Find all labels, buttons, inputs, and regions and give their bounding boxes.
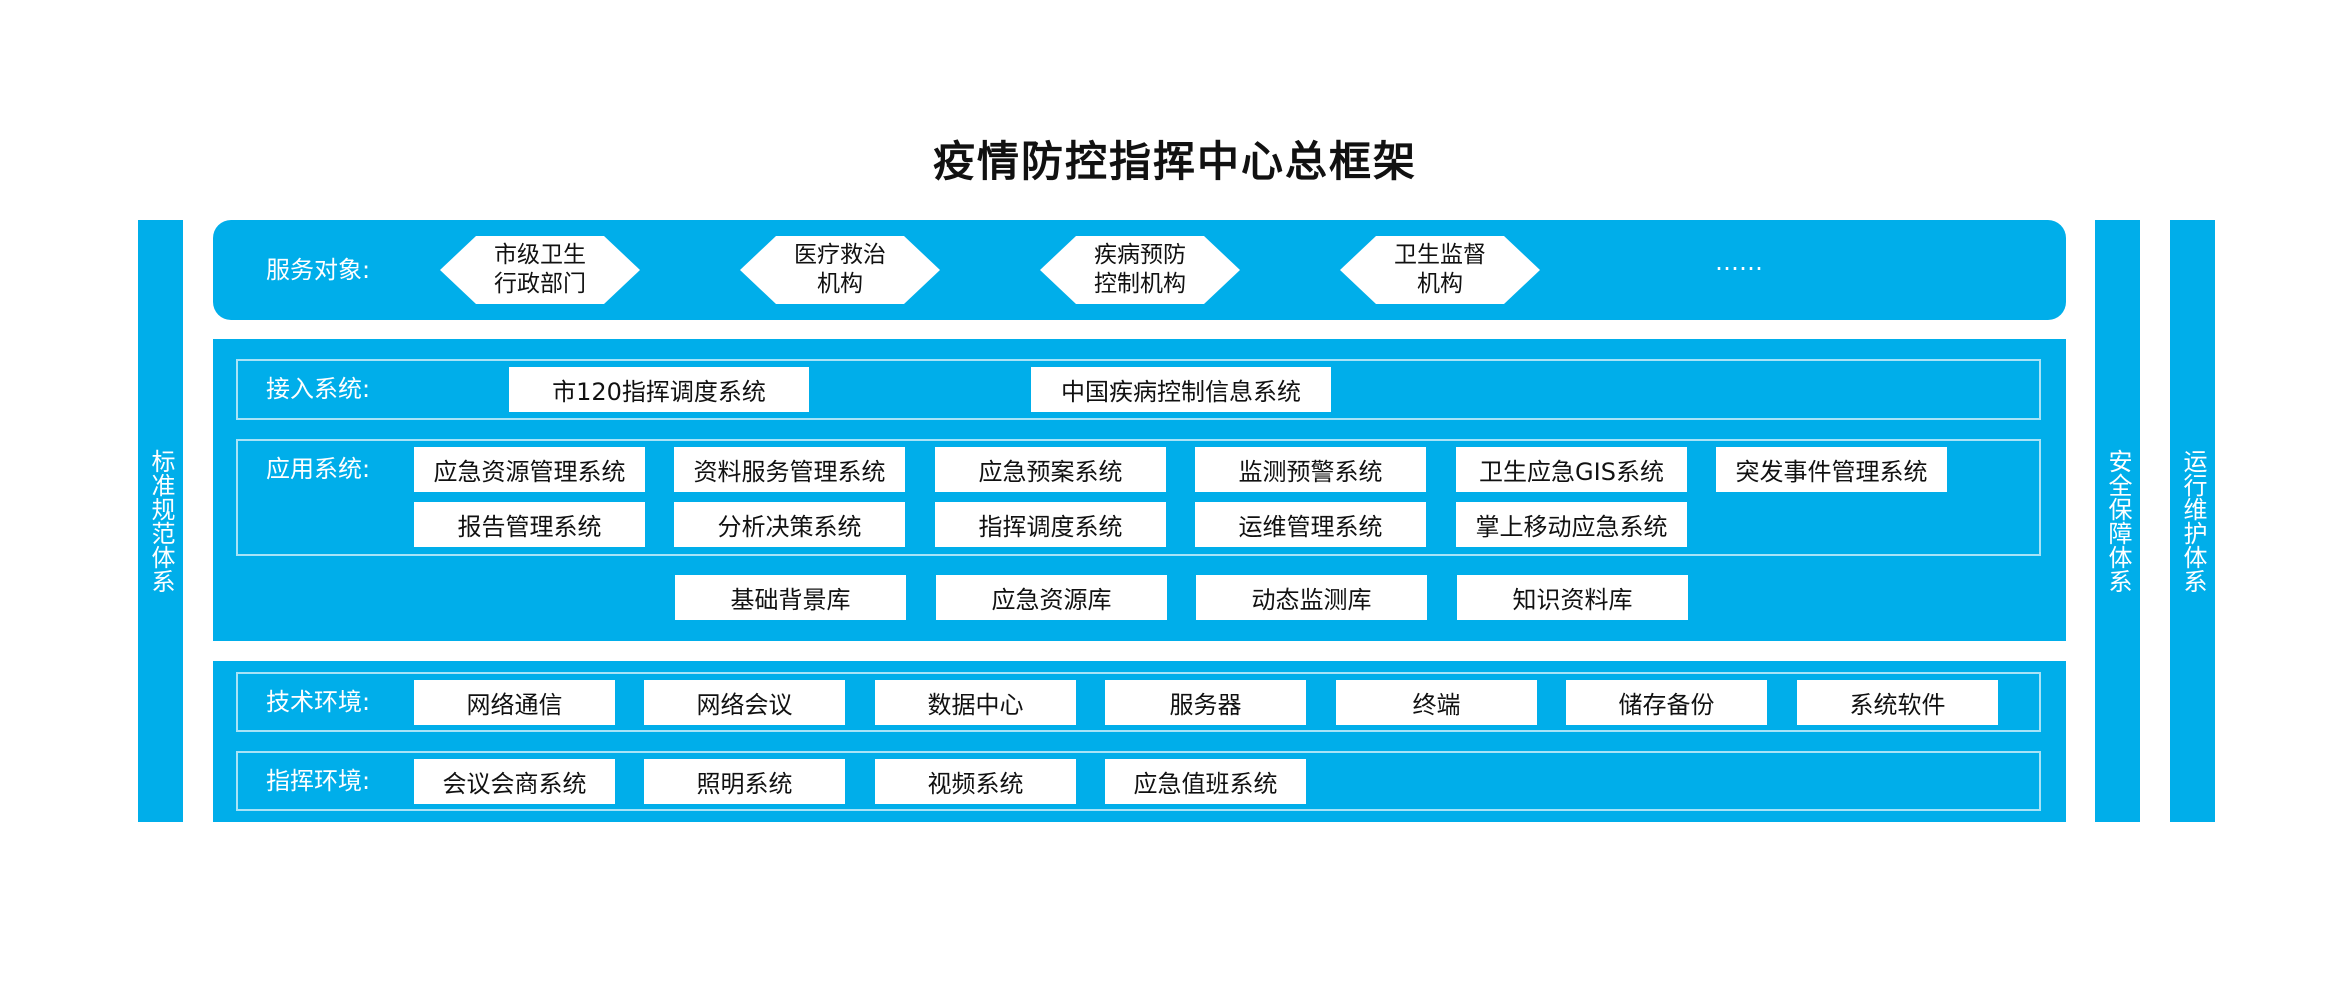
service-target-line: 行政部门: [494, 271, 586, 297]
standards-system-bar: 标准规范体系: [138, 220, 183, 822]
service-target-line: 机构: [1417, 271, 1463, 297]
service-target-line: 医疗救治: [794, 242, 886, 268]
technical-environment-row: 技术环境: 网络通信 网络会议 数据中心 服务器 终端 储存备份 系统软件: [236, 672, 2041, 732]
systems-panel: 接入系统: 市120指挥调度系统 中国疾病控制信息系统 应用系统: 应急资源管理…: [213, 339, 2066, 641]
service-target-line: 机构: [817, 271, 863, 297]
application-system-box: 应急资源管理系统: [414, 447, 645, 492]
application-system-box: 卫生应急GIS系统: [1456, 447, 1687, 492]
service-targets-ellipsis: ……: [1715, 248, 1763, 276]
service-target-disease-control: 疾病预防 控制机构: [1040, 236, 1240, 304]
command-environment-box: 会议会商系统: [414, 759, 615, 804]
application-system-box: 分析决策系统: [674, 502, 905, 547]
application-system-box: 运维管理系统: [1195, 502, 1426, 547]
application-system-box: 指挥调度系统: [935, 502, 1166, 547]
technical-environment-box: 数据中心: [875, 680, 1076, 725]
database-box: 基础背景库: [675, 575, 906, 620]
access-systems-label: 接入系统:: [266, 375, 371, 403]
command-environment-box: 应急值班系统: [1105, 759, 1306, 804]
service-target-health-supervision: 卫生监督 机构: [1340, 236, 1540, 304]
application-system-box: 资料服务管理系统: [674, 447, 905, 492]
technical-environment-box: 终端: [1336, 680, 1537, 725]
command-environment-label: 指挥环境:: [266, 767, 371, 795]
command-environment-row: 指挥环境: 会议会商系统 照明系统 视频系统 应急值班系统: [236, 751, 2041, 811]
database-box: 应急资源库: [936, 575, 1167, 620]
security-system-bar: 安全保障体系: [2095, 220, 2140, 822]
application-system-box: 报告管理系统: [414, 502, 645, 547]
database-box: 知识资料库: [1457, 575, 1688, 620]
service-target-line: 卫生监督: [1394, 242, 1486, 268]
service-target-medical-treatment: 医疗救治 机构: [740, 236, 940, 304]
access-system-box: 中国疾病控制信息系统: [1031, 367, 1331, 412]
service-targets-label: 服务对象:: [266, 256, 371, 284]
application-systems-row: 应用系统: 应急资源管理系统 资料服务管理系统 应急预案系统 监测预警系统 卫生…: [236, 439, 2041, 556]
command-environment-box: 照明系统: [644, 759, 845, 804]
environment-panel: 技术环境: 网络通信 网络会议 数据中心 服务器 终端 储存备份 系统软件 指挥…: [213, 661, 2066, 822]
database-box: 动态监测库: [1196, 575, 1427, 620]
access-system-box: 市120指挥调度系统: [509, 367, 809, 412]
application-system-box: 突发事件管理系统: [1716, 447, 1947, 492]
technical-environment-box: 网络会议: [644, 680, 845, 725]
technical-environment-box: 系统软件: [1797, 680, 1998, 725]
technical-environment-box: 网络通信: [414, 680, 615, 725]
technical-environment-box: 储存备份: [1566, 680, 1767, 725]
service-target-line: 疾病预防: [1094, 242, 1186, 268]
application-system-box: 掌上移动应急系统: [1456, 502, 1687, 547]
application-system-box: 应急预案系统: [935, 447, 1166, 492]
technical-environment-box: 服务器: [1105, 680, 1306, 725]
technical-environment-label: 技术环境:: [266, 688, 371, 716]
service-target-municipal-health: 市级卫生 行政部门: [440, 236, 640, 304]
service-targets-panel: 服务对象: 市级卫生 行政部门 医疗救治 机构 疾病预防 控制机构 卫生监督 机…: [213, 220, 2066, 320]
service-target-line: 控制机构: [1094, 271, 1186, 297]
service-target-line: 市级卫生: [494, 242, 586, 268]
application-systems-label: 应用系统:: [266, 455, 371, 483]
diagram-title: 疫情防控指挥中心总框架: [932, 137, 1417, 186]
access-systems-row: 接入系统: 市120指挥调度系统 中国疾病控制信息系统: [236, 359, 2041, 420]
application-system-box: 监测预警系统: [1195, 447, 1426, 492]
operations-system-bar: 运行维护体系: [2170, 220, 2215, 822]
command-environment-box: 视频系统: [875, 759, 1076, 804]
